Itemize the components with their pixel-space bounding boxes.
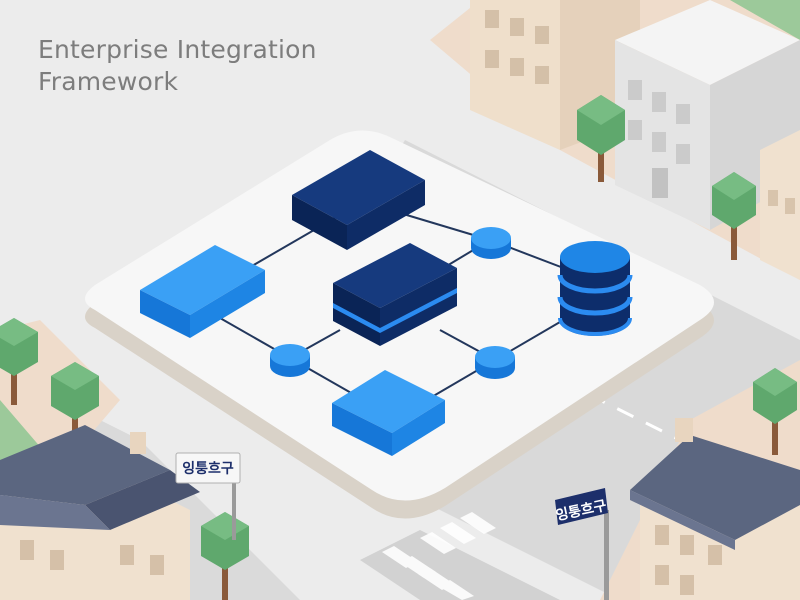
tree-bottom-center [201, 512, 249, 600]
building-right-beige [760, 130, 800, 280]
crosswalk [382, 512, 496, 600]
database-icon [557, 241, 633, 336]
node-bottom-right [475, 346, 515, 379]
house-bottom-left [0, 425, 200, 600]
node-top-right [471, 227, 511, 259]
street-sign-left-label: 잉퉁흐구 [182, 460, 234, 477]
house-bottom-right [630, 418, 800, 600]
tree-top-right-1 [577, 95, 625, 182]
title-line-1: Enterprise Integration [38, 35, 317, 64]
dark-box-top [292, 150, 425, 250]
tree-left-2 [51, 362, 99, 452]
tree-left-1 [0, 318, 38, 405]
tree-right [753, 368, 797, 455]
blue-box-left [140, 245, 265, 338]
node-bottom-left [270, 344, 310, 377]
blue-box-bottom [332, 370, 445, 456]
street-sign-left: 잉퉁흐구 [175, 452, 241, 540]
grass-right [730, 0, 800, 40]
dark-box-center [333, 243, 457, 346]
title-line-2: Framework [38, 67, 179, 96]
tree-top-right-2 [712, 172, 756, 260]
page-title: Enterprise Integration Framework [38, 34, 358, 98]
